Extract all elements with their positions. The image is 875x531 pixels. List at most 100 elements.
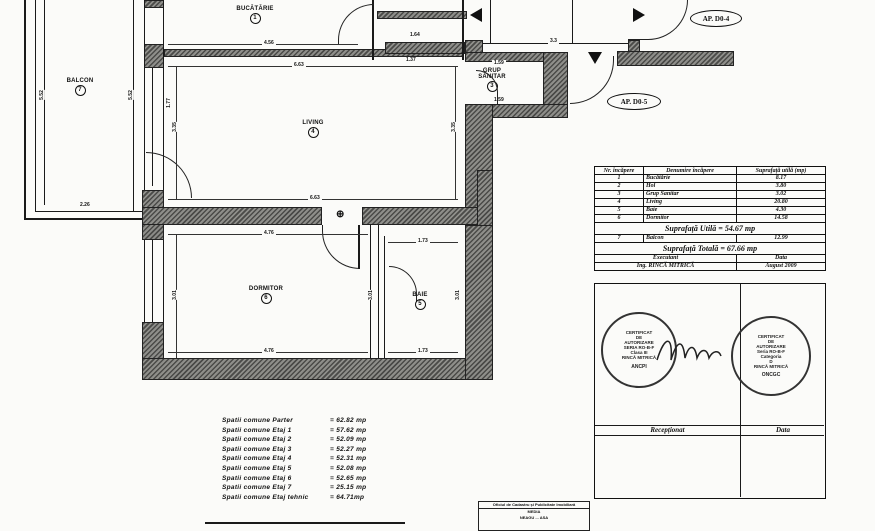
dim-balcony-height-right: 5.52 bbox=[127, 90, 134, 100]
balcony-bottom-line bbox=[35, 211, 142, 212]
balcony-inner-line-2 bbox=[44, 0, 45, 205]
dim-living-right: 3.35 bbox=[450, 122, 457, 132]
table-row: 2 Hol 3.80 bbox=[594, 182, 826, 191]
list-item: Spatii comune Etaj 2= 52.09 mp bbox=[222, 436, 367, 444]
column-divider bbox=[740, 284, 741, 497]
row-divider bbox=[595, 435, 824, 436]
dim-line bbox=[455, 66, 456, 200]
list-item: Spatii comune Etaj tehnic= 64.71mp bbox=[222, 493, 365, 501]
common-spaces-list: Spatii comune Parter= 62.82 mp Spatii co… bbox=[222, 416, 366, 502]
window-frame bbox=[163, 240, 164, 330]
table-row: 1 Bucătărie 8.17 bbox=[594, 174, 826, 183]
dim-bedroom-height-right: 3.01 bbox=[367, 290, 374, 300]
dim-gs-bottom: 1.59 bbox=[492, 97, 506, 103]
list-item: Spatii comune Etaj 1= 57.62 mp bbox=[222, 426, 367, 434]
wall-pier bbox=[144, 44, 164, 68]
wall-corridor-right bbox=[617, 51, 734, 66]
bottom-rule bbox=[205, 522, 405, 524]
ap-d04-tag: AP. D0-4 bbox=[690, 10, 742, 27]
list-item: Spatii comune Etaj 7= 25.15 mp bbox=[222, 484, 367, 492]
dim-living-top: 6.63 bbox=[292, 62, 306, 68]
dim-hall-137: 1.37 bbox=[404, 57, 418, 63]
receptionat-label: Recepționat bbox=[650, 426, 685, 434]
room-balcon: BALCON 7 bbox=[60, 78, 100, 96]
window-frame bbox=[152, 68, 153, 186]
signature-box: CERTIFICAT DE AUTORIZARE SERIA RO-B-F Cl… bbox=[594, 283, 826, 499]
room-number-badge: 7 bbox=[74, 85, 86, 96]
window-frame bbox=[163, 0, 164, 190]
total-area: Suprafață Totală = 67.66 mp bbox=[594, 242, 826, 255]
dim-bath-top: 1.73 bbox=[416, 238, 430, 244]
executant-name: Ing. RINCĂ MITRICĂ bbox=[594, 262, 737, 271]
data-label: Data bbox=[736, 254, 826, 263]
stamp-right: CERTIFICAT DE AUTORIZARE Seria RO-B-F Ca… bbox=[731, 316, 811, 396]
dim-balcony-width: 2.26 bbox=[78, 202, 92, 208]
list-item: Spatii comune Parter= 62.82 mp bbox=[222, 417, 367, 424]
useful-area-total: Suprafață Utilă = 54.67 mp bbox=[594, 222, 826, 235]
dim-living-left: 3.35 bbox=[171, 122, 178, 132]
dim-bedroom-top: 4.76 bbox=[262, 230, 276, 236]
dim-line bbox=[168, 66, 458, 67]
corridor-edge bbox=[572, 0, 573, 44]
room-area-table: Nr. încăpere Denumire încăpere Suprafață… bbox=[594, 166, 826, 271]
header-nr: Nr. încăpere bbox=[594, 166, 644, 175]
dim-bath-bottom: 1.73 bbox=[416, 348, 430, 354]
dim-bedroom-bottom: 4.76 bbox=[262, 348, 276, 354]
partition-line bbox=[384, 236, 385, 358]
header-area: Suprafață utilă (mp) bbox=[736, 166, 826, 175]
wall-living-bedroom bbox=[142, 207, 322, 225]
bedroom-door-swing bbox=[322, 225, 360, 269]
door-leaf bbox=[358, 225, 360, 269]
door-marker-icon: ⊕ bbox=[336, 209, 345, 220]
partition-line bbox=[378, 225, 379, 358]
stamp-left: CERTIFICAT DE AUTORIZARE SERIA RO-B-F Cl… bbox=[601, 312, 677, 388]
table-row: 7 Balcon 12.99 bbox=[594, 234, 826, 243]
room-bucatarie: BUCĂTĂRIE 1 bbox=[234, 6, 276, 24]
room-baie: BAIE 5 bbox=[410, 292, 430, 310]
list-item: Spatii comune Etaj 4= 52.31 mp bbox=[222, 455, 367, 463]
entry-door-swing bbox=[338, 4, 374, 44]
entrance-arrow-icon bbox=[470, 8, 482, 22]
list-item: Spatii comune Etaj 5= 52.08 mp bbox=[222, 464, 367, 472]
window-frame bbox=[144, 240, 145, 330]
ap-d05-door-swing bbox=[570, 56, 614, 104]
signature-icon bbox=[656, 340, 722, 361]
room-number-badge: 1 bbox=[249, 13, 261, 24]
row-divider bbox=[595, 425, 824, 426]
balcony-bottom-wall bbox=[24, 218, 142, 220]
room-dormitor: DORMITOR 6 bbox=[246, 286, 286, 304]
dim-line bbox=[176, 66, 177, 200]
wall-right bbox=[465, 225, 493, 380]
table-row: 4 Living 20.80 bbox=[594, 198, 826, 207]
wall-hall-middle bbox=[385, 42, 465, 54]
receptionat-data-label: Data bbox=[776, 426, 790, 434]
wall-hall-top bbox=[377, 11, 467, 19]
wall-bottom bbox=[142, 358, 493, 380]
list-item: Spatii comune Etaj 3= 52.27 mp bbox=[222, 445, 367, 453]
balcony-right-line bbox=[133, 0, 134, 212]
wall-living-bath bbox=[362, 207, 493, 225]
room-number-badge: 4 bbox=[307, 127, 319, 138]
window-frame bbox=[144, 0, 145, 190]
hall-jamb bbox=[462, 0, 464, 60]
table-row: 5 Baie 4.30 bbox=[594, 206, 826, 215]
list-item: Spatii comune Etaj 6= 52.65 mp bbox=[222, 474, 367, 482]
dim-balcony-height: 5.52 bbox=[38, 90, 45, 100]
room-number-badge: 5 bbox=[414, 299, 426, 310]
executant-label: Executant bbox=[594, 254, 737, 263]
dim-living-bottom: 6.63 bbox=[308, 195, 322, 201]
ap-d05-tag: AP. D0-5 bbox=[607, 93, 661, 110]
dim-hall-164: 1.64 bbox=[408, 32, 422, 38]
dim-gs-top: 1.59 bbox=[492, 60, 506, 66]
table-row: 6 Dormitor 14.58 bbox=[594, 214, 826, 223]
room-number-badge: 6 bbox=[260, 293, 272, 304]
wall-top-left bbox=[144, 0, 164, 8]
corridor-edge bbox=[490, 0, 491, 44]
header-name: Denumire încăpere bbox=[643, 166, 737, 175]
window-frame bbox=[152, 240, 153, 330]
executant-date: August 2009 bbox=[736, 262, 826, 271]
wall-gs-bottom bbox=[483, 104, 568, 118]
balcony-outer-wall bbox=[24, 0, 26, 220]
dim-corridor: 3.3 bbox=[548, 38, 559, 44]
dim-bath-height: 3.01 bbox=[454, 290, 461, 300]
